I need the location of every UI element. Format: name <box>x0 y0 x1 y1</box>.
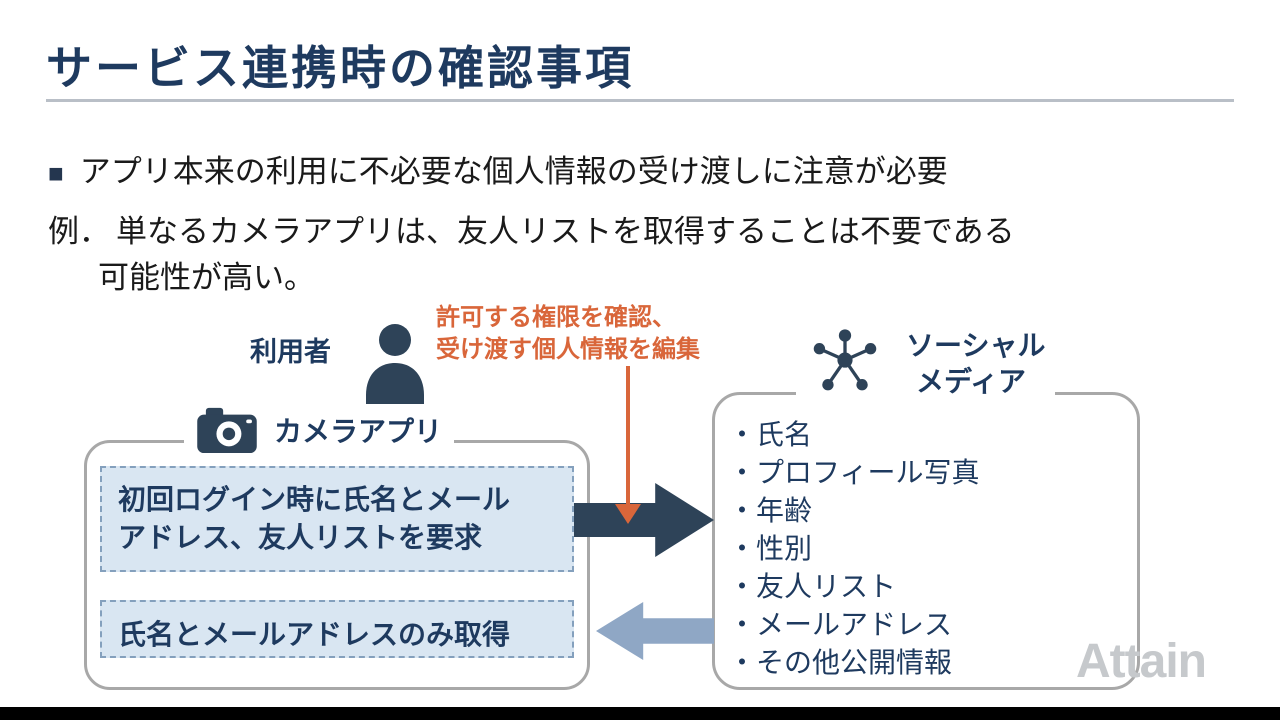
list-item: ・性別 <box>728 533 813 564</box>
network-icon <box>813 329 877 391</box>
list-item: ・その他公開情報 <box>728 647 953 678</box>
title-divider <box>46 99 1234 102</box>
camera-icon <box>197 407 257 454</box>
list-item: ・氏名 <box>728 419 813 450</box>
attain-logo: Attain <box>1076 635 1207 688</box>
request-arrow-icon <box>574 483 714 557</box>
camera-app-header: カメラアプリ <box>184 404 455 456</box>
camera-app-label: カメラアプリ <box>274 416 443 447</box>
permission-note: 許可する権限を確認、 受け渡す個人情報を編集 <box>436 302 700 367</box>
permission-note-line2: 受け渡す個人情報を編集 <box>436 336 700 364</box>
square-bullet-icon: ■ <box>48 158 64 188</box>
bottom-bar <box>0 707 1280 720</box>
list-item: ・年齢 <box>728 495 813 526</box>
key-point-text: アプリ本来の利用に不必要な個人情報の受け渡しに注意が必要 <box>79 154 948 189</box>
social-media-label-line1: ソーシャル <box>906 330 1046 361</box>
user-label: 利用者 <box>250 337 331 367</box>
user-person-icon <box>366 324 424 407</box>
example-prefix: 例． <box>48 214 110 249</box>
obtained-info-box: 氏名とメールアドレスのみ取得 <box>100 600 574 658</box>
key-point-line: ■ アプリ本来の利用に不必要な個人情報の受け渡しに注意が必要 <box>48 146 948 191</box>
personal-info-list: ・氏名 ・プロフィール写真 ・年齢 ・性別 ・友人リスト ・メールアドレス ・そ… <box>728 416 979 682</box>
login-request-line1: 初回ログイン時に氏名とメール <box>118 484 511 515</box>
login-request-line2: アドレス、友人リストを要求 <box>118 521 483 553</box>
example-text: 単なるカメラアプリは、友人リストを取得することは不要である <box>116 214 1015 249</box>
login-request-box: 初回ログイン時に氏名とメール アドレス、友人リストを要求 <box>100 466 574 572</box>
permission-arrow-stem <box>626 366 630 506</box>
list-item: ・メールアドレス <box>728 609 953 640</box>
example-line-2: 可能性が高い。 <box>98 260 315 295</box>
list-item: ・プロフィール写真 <box>728 457 980 488</box>
obtained-info-text: 氏名とメールアドレスのみ取得 <box>118 619 511 650</box>
list-item: ・友人リスト <box>728 571 897 602</box>
social-media-label-line2: メディア <box>916 366 1027 398</box>
page-title: サービス連携時の確認事項 <box>46 42 634 94</box>
permission-arrow-head-icon <box>615 504 641 524</box>
social-media-label: ソーシャル メディア <box>906 326 1045 401</box>
example-line-1: 例．単なるカメラアプリは、友人リストを取得することは不要である <box>48 206 1015 251</box>
permission-note-line1: 許可する権限を確認、 <box>436 304 676 331</box>
response-arrow-icon <box>596 602 714 660</box>
social-media-header: ソーシャル メディア <box>796 326 1056 405</box>
